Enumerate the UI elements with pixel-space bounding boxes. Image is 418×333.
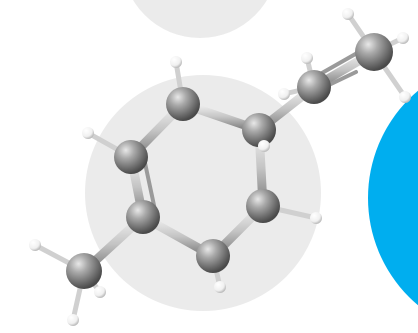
carbon-atom (126, 200, 160, 234)
hydrogen-atom (214, 281, 226, 293)
carbon-atoms (66, 33, 393, 289)
carbon-atom (355, 33, 393, 71)
accent-circle-blue (368, 90, 418, 306)
hydrogen-atom (399, 91, 411, 103)
hydrogen-atom (310, 212, 322, 224)
hydrogen-atoms (29, 8, 411, 326)
hydrogen-atom (29, 239, 41, 251)
hydrogen-atom (94, 286, 106, 298)
carbon-atom (246, 189, 280, 223)
hydrogen-atom (82, 127, 94, 139)
carbon-atom (242, 113, 276, 147)
hydrogen-atom (278, 88, 290, 100)
hydrogen-atom (258, 140, 270, 152)
hydrogen-atom (67, 314, 79, 326)
backdrop-circle-top (133, 0, 267, 38)
hydrogen-atom (170, 56, 182, 68)
hydrogen-atom (342, 8, 354, 20)
carbon-atom (66, 253, 102, 289)
carbon-atom (196, 239, 230, 273)
carbon-atom (297, 70, 331, 104)
carbon-atom (114, 140, 148, 174)
hydrogen-atom (397, 32, 409, 44)
carbon-atom (166, 87, 200, 121)
hydrogen-atom (301, 52, 313, 64)
